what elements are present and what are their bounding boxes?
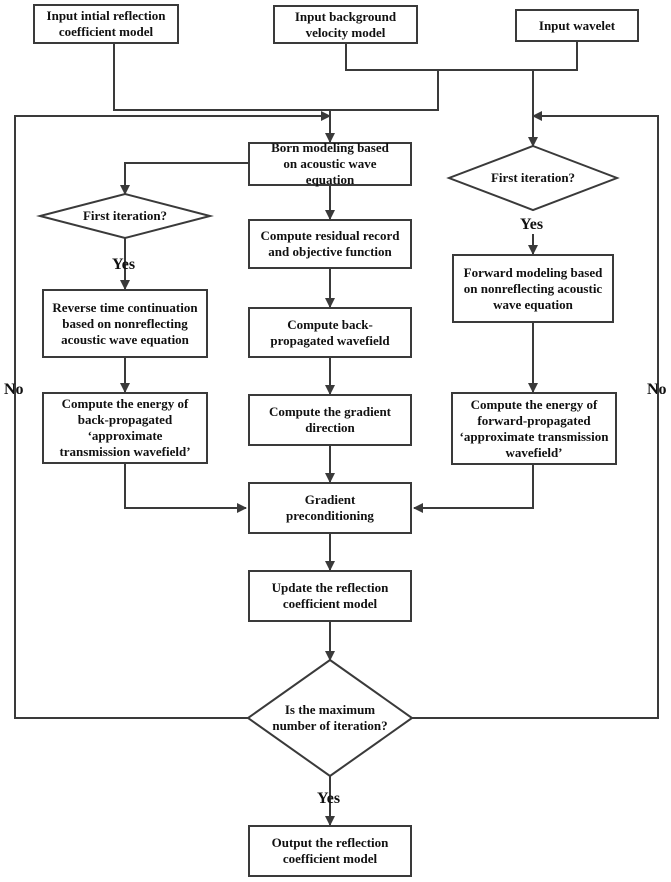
energy-forward-propagated-box: Compute the energy of forward-propagated…: [451, 392, 617, 465]
yes-label-right: Yes: [520, 216, 544, 233]
connector-no-left-loop: [14, 111, 331, 719]
residual-box: Compute residual record and objective fu…: [248, 219, 412, 269]
born-modeling-box: Born modeling based on acoustic wave equ…: [248, 140, 412, 187]
reverse-time-box: Reverse time continuation based on nonre…: [42, 289, 208, 358]
yes-label-bottom: Yes: [317, 790, 341, 807]
connector-born-to-left-decision: [120, 162, 248, 195]
gradient-direction-box: Compute the gradient direction: [248, 394, 412, 446]
forward-modeling-box: Forward modeling based on nonreflecting …: [452, 254, 614, 323]
output-model-box: Output the reflection coefficient model: [248, 825, 412, 877]
energy-back-propagated-box: Compute the energy of back-propagated ‘a…: [42, 392, 208, 464]
decision-max-iteration-label: Is the maximum number of iteration?: [272, 702, 388, 733]
no-label-left: No: [4, 381, 24, 398]
input-velocity-box: Input background velocity model: [273, 5, 418, 44]
decision-diamond-max-iteration: [246, 658, 414, 778]
connector-input-reflection: [113, 43, 439, 111]
input-reflection-box: Input intial reflection coefficient mode…: [33, 4, 179, 44]
connector-left-energy-to-precond: [124, 464, 247, 513]
decision-left-label: First iteration?: [82, 208, 168, 223]
input-wavelet-box: Input wavelet: [515, 9, 639, 42]
decision-right-label: First iteration?: [490, 170, 576, 185]
connector-input-wavelet: [438, 42, 578, 71]
gradient-preconditioning-box: Gradient preconditioning: [248, 482, 412, 534]
decision-diamond-left: [36, 192, 214, 240]
connector-no-right-loop: [412, 111, 659, 719]
connector-right-energy-to-precond: [413, 465, 534, 513]
yes-label-left: Yes: [112, 256, 136, 273]
decision-diamond-right: [446, 144, 620, 212]
backprop-box: Compute back-propagated wavefield: [248, 307, 412, 358]
update-model-box: Update the reflection coefficient model: [248, 570, 412, 622]
no-label-right: No: [647, 381, 667, 398]
